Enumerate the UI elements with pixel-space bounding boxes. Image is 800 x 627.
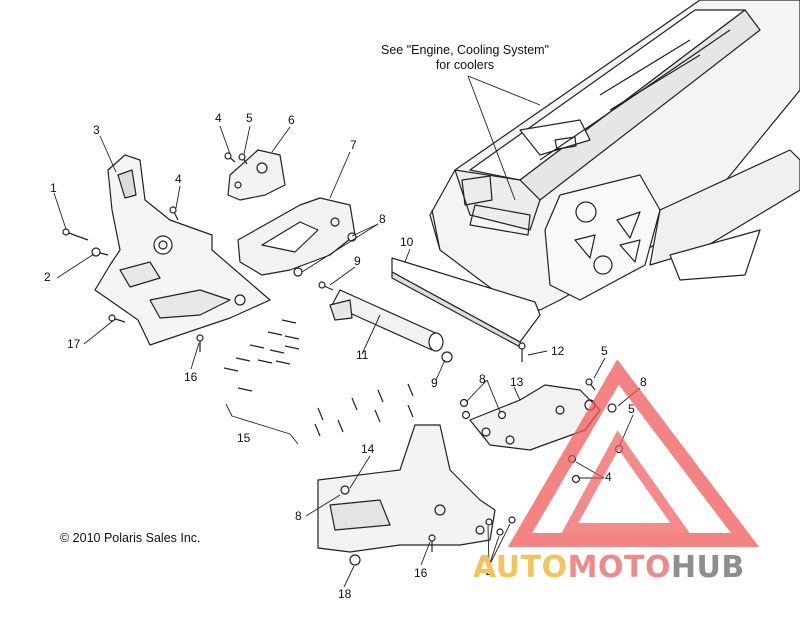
copyright-notice: © 2010 Polaris Sales Inc. bbox=[60, 531, 201, 545]
callout-4: 4 bbox=[215, 111, 222, 125]
callout-13: 13 bbox=[510, 375, 524, 389]
chassis-tunnel bbox=[429, 0, 800, 311]
watermark-logo: AUTOMOTOHUB bbox=[473, 550, 745, 585]
upper-bracket bbox=[237, 197, 356, 276]
cross-reference-note: See "Engine, Cooling System" for coolers bbox=[350, 43, 580, 73]
watermark-part-3: HUB bbox=[670, 550, 745, 585]
callout-16: 16 bbox=[184, 370, 198, 384]
front-bracket-left bbox=[94, 154, 271, 346]
callout-8: 8 bbox=[479, 372, 486, 386]
callout-17: 17 bbox=[67, 337, 81, 351]
callout-8: 8 bbox=[379, 212, 386, 226]
callout-3: 3 bbox=[93, 123, 100, 137]
callout-7: 7 bbox=[350, 138, 357, 152]
callout-4: 4 bbox=[175, 172, 182, 186]
callout-1: 1 bbox=[50, 181, 57, 195]
bolt-kit bbox=[223, 319, 414, 437]
callout-5: 5 bbox=[628, 402, 635, 416]
watermark-triangle-icon bbox=[507, 359, 760, 547]
callout-12: 12 bbox=[551, 344, 565, 358]
callout-4: 4 bbox=[605, 470, 612, 484]
callout-8: 8 bbox=[640, 375, 647, 389]
callout-11: 11 bbox=[356, 348, 369, 362]
rear-bracket-left bbox=[317, 424, 496, 553]
small-bracket bbox=[227, 149, 286, 201]
callout-15: 15 bbox=[237, 431, 251, 445]
note-line-1: See "Engine, Cooling System" bbox=[381, 43, 549, 57]
callout-14: 14 bbox=[361, 442, 375, 456]
callout-9: 9 bbox=[354, 254, 361, 268]
note-line-2: for coolers bbox=[435, 58, 495, 72]
callout-8: 8 bbox=[295, 509, 302, 523]
callout-18: 18 bbox=[338, 587, 352, 601]
watermark-part-1: AUTO bbox=[473, 550, 568, 585]
watermark-part-2: MOTO bbox=[567, 550, 671, 585]
callout-5: 5 bbox=[246, 111, 253, 125]
callout-6: 6 bbox=[288, 113, 295, 127]
callout-10: 10 bbox=[400, 235, 414, 249]
callout-2: 2 bbox=[44, 270, 51, 284]
callout-4: 4 bbox=[486, 566, 493, 580]
callout-5: 5 bbox=[601, 344, 608, 358]
callout-16: 16 bbox=[414, 566, 428, 580]
cross-shaft bbox=[329, 289, 444, 352]
callout-9: 9 bbox=[431, 376, 438, 390]
